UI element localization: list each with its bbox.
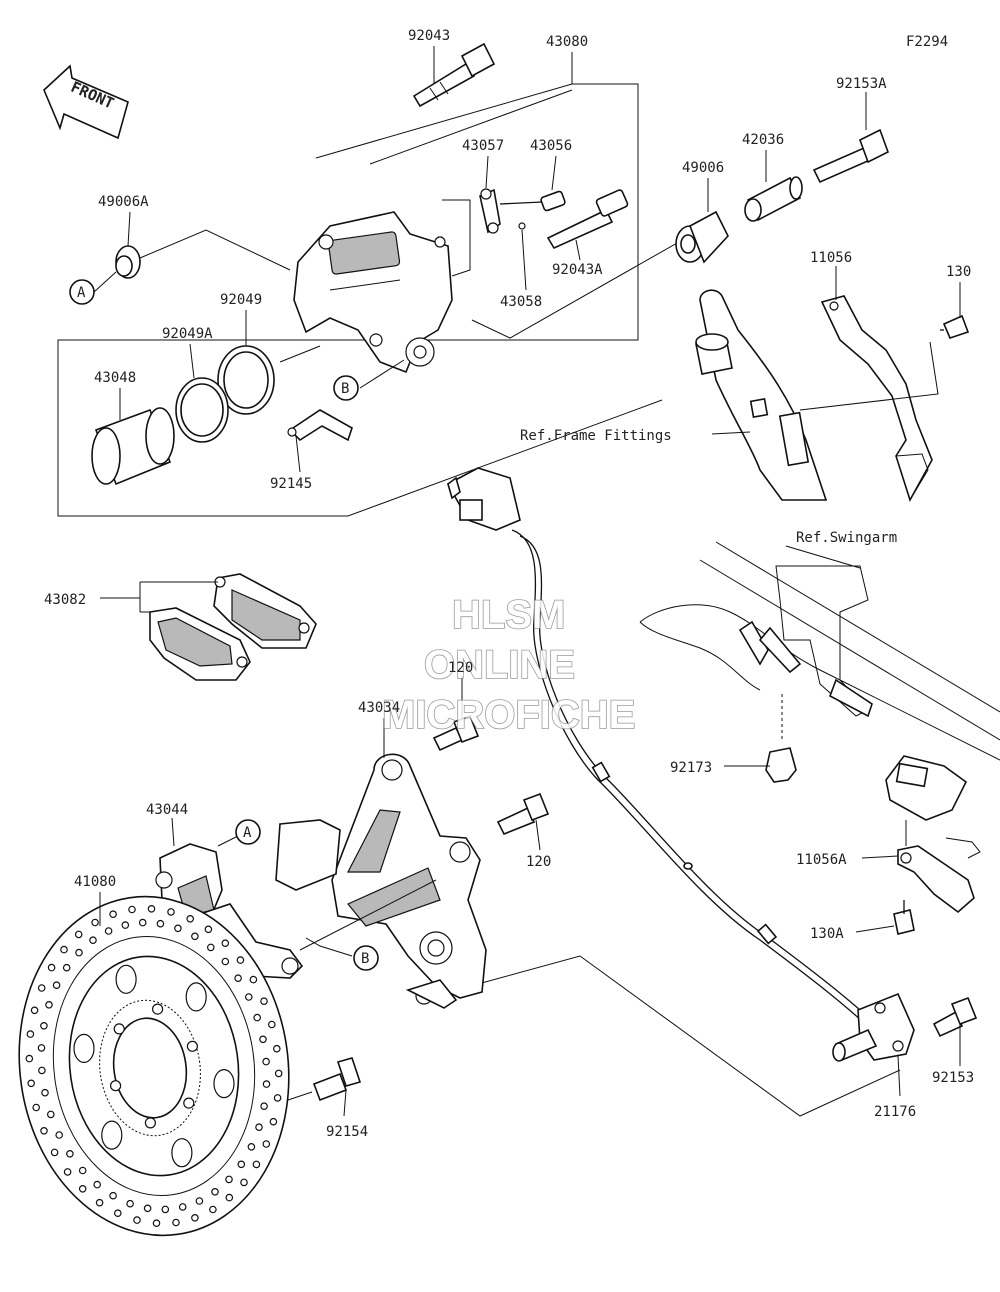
label-120-lower: 120 [526,854,551,870]
label-92043A: 92043A [552,262,603,278]
callout-a-lower-label: A [243,825,252,841]
label-92154: 92154 [326,1124,368,1140]
bolt-92153 [932,996,978,1038]
label-92145: 92145 [270,476,312,492]
figure-code: F2294 [906,34,948,50]
leader-a1 [93,271,117,293]
label-43058: 43058 [500,294,542,310]
callout-b-upper-label: B [341,381,349,397]
cable-guide-11056A [885,755,981,914]
clip-43058 [518,222,526,230]
leader-abs-sensor [477,955,901,1117]
label-92173: 92173 [670,760,712,776]
clip-92173 [765,694,797,783]
label-43082: 43082 [44,592,86,608]
cap-43057 [479,188,501,234]
leader-130 [799,341,939,411]
bolt-120-lower [496,792,550,836]
part-labels: F2294 92043 43080 43057 43056 49006A 920… [44,28,974,1140]
label-43044: 43044 [146,802,188,818]
label-130: 130 [946,264,971,280]
watermark-line-1: HLSM [452,593,565,637]
brake-disc-41080 [18,895,290,1237]
label-49006: 49006 [682,160,724,176]
callout-a-lower [235,819,261,845]
callout-b-lower [353,945,379,971]
leader-b2 [305,937,353,957]
swingarm-outline [639,541,1000,761]
label-11056: 11056 [810,250,852,266]
brake-pad-rear [149,607,251,681]
label-43034: 43034 [358,700,400,716]
label-92153A: 92153A [836,76,887,92]
leader-frame-ref [711,431,751,435]
watermark: HLSM ONLINE MICROFICHE [381,592,636,738]
bolt-130 [940,314,970,339]
leader-swingarm-ref [785,545,861,569]
callout-b-upper [333,375,359,401]
label-43048: 43048 [94,370,136,386]
callout-a-upper [69,279,95,305]
pin-92043A [546,189,629,250]
label-21176: 21176 [874,1104,916,1120]
abs-cable-grommets [591,761,778,945]
cap-49006A [115,245,141,279]
abs-sensor-21176 [832,992,915,1062]
label-49006A: 49006A [98,194,149,210]
leader-49006 [471,229,701,339]
frame-fitting-bracket [695,289,828,501]
label-43080: 43080 [546,34,588,50]
label-42036: 42036 [742,132,784,148]
label-ref-swingarm: Ref.Swingarm [796,530,897,546]
label-120-upper: 120 [448,660,473,676]
cable-guide-11056 [820,295,933,503]
seal-92049 [217,345,275,415]
label-92153: 92153 [932,1070,974,1086]
watermark-line-3: MICROFICHE [382,693,635,737]
bolt-130A [893,900,915,935]
abs-sensor-cable [511,529,875,1033]
seal-92049A [175,377,229,443]
label-92049A: 92049A [162,326,213,342]
callout-a-upper-label: A [77,285,86,301]
leader-92154 [287,1091,313,1101]
spring-92145 [287,409,353,442]
bolt-92043 [412,42,496,108]
callout-b-lower-label: B [361,951,369,967]
label-leaders [99,46,961,1117]
bracket-line [442,199,471,277]
abs-sensor-cable-outline [519,535,881,1029]
piston-43048 [91,407,175,486]
bolt-120-upper [432,714,480,752]
bolt-92154 [312,1057,362,1102]
label-92043: 92043 [408,28,450,44]
leader-seal [279,345,321,363]
label-92049: 92049 [220,292,262,308]
label-ref-frame-fittings: Ref.Frame Fittings [520,428,672,444]
rear-caliper-body [293,211,453,374]
label-11056A: 11056A [796,852,847,868]
sleeve-42036 [744,176,803,222]
stopper-bar [275,819,341,891]
abs-connector [446,467,521,531]
front-arrow-icon: FRONT [43,64,129,140]
label-130A: 130A [810,926,844,942]
leader-49006A [139,229,291,271]
leader-43082 [100,582,141,612]
caliper-assembly-outline [57,83,663,517]
label-41080: 41080 [74,874,116,890]
bleeder-valve-43056 [499,190,566,212]
leader-a2 [217,835,239,847]
label-43057: 43057 [462,138,504,154]
brake-pad-front [213,573,317,649]
bushing-49006 [675,210,729,264]
leader-b1 [359,359,405,389]
caliper-bracket-43034 [331,753,487,1009]
watermark-line-2: ONLINE [424,643,575,687]
bolt-92153A [812,128,889,184]
label-43056: 43056 [530,138,572,154]
leader-holder [299,879,437,951]
